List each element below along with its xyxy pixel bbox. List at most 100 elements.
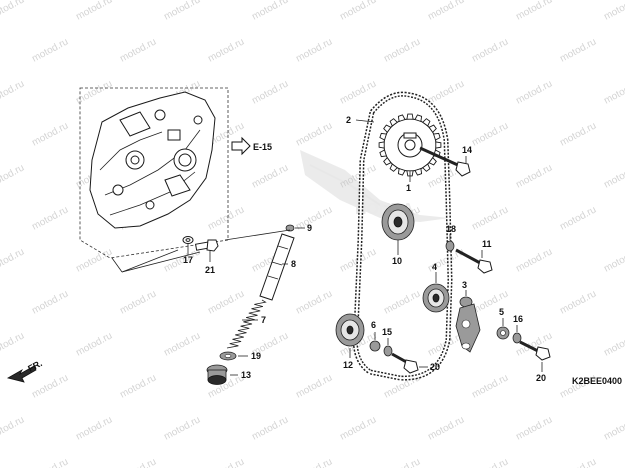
sprocket-tooth [383, 124, 392, 133]
watermark-text: motod.ru [74, 330, 114, 358]
watermark-text: motod.ru [294, 456, 334, 468]
label-1: 1 [406, 183, 411, 193]
watermark-text: motod.ru [470, 120, 510, 148]
watermark-text: motod.ru [206, 456, 246, 468]
part-15-washer[interactable] [383, 345, 393, 357]
watermark-text: motod.ru [118, 36, 158, 64]
part-8-tensioner-shaft[interactable] [259, 233, 295, 301]
watermark-text: motod.ru [602, 414, 625, 442]
watermark-text: motod.ru [74, 246, 114, 274]
watermark-text: motod.ru [162, 330, 202, 358]
watermark-text: motod.ru [0, 162, 26, 190]
sprocket-tooth [389, 118, 398, 127]
watermark-text: motod.ru [514, 78, 554, 106]
watermark-text: motod.ru [338, 414, 378, 442]
watermark-text: motod.ru [338, 78, 378, 106]
watermark-text: motod.ru [250, 78, 290, 106]
diagram-code: K2BEE0400 [572, 376, 622, 386]
part-18-washer[interactable] [445, 240, 455, 252]
part-20-bolt-left[interactable] [391, 352, 419, 374]
watermark-text: motod.ru [30, 288, 70, 316]
watermark-text: motod.ru [206, 204, 246, 232]
part-9-cap[interactable] [285, 224, 295, 232]
watermark-text: motod.ru [382, 36, 422, 64]
watermark-text: motod.ru [250, 0, 290, 23]
watermark-text: motod.ru [382, 288, 422, 316]
part-12-idler[interactable] [335, 313, 365, 347]
watermark-text: motod.ru [250, 162, 290, 190]
sprocket-tooth [378, 141, 385, 149]
part-2-cam-chain[interactable] [352, 91, 453, 381]
watermark-text: motod.ru [30, 120, 70, 148]
label-17: 17 [183, 255, 193, 265]
part-3-tensioner-arm[interactable] [455, 296, 481, 353]
watermark-text: motod.ru [470, 456, 510, 468]
watermark-text: motod.ru [382, 456, 422, 468]
label-15: 15 [382, 327, 392, 337]
watermark-text: motod.ru [558, 36, 598, 64]
watermark-text: motod.ru [426, 78, 466, 106]
watermark-text: motod.ru [294, 372, 334, 400]
watermark-text: motod.ru [470, 372, 510, 400]
watermark-text: motod.ru [30, 456, 70, 468]
watermark-text: motod.ru [602, 330, 625, 358]
part-19-washer[interactable] [219, 351, 237, 361]
part-13-sealing-bolt[interactable] [206, 364, 228, 385]
sprocket-tooth [389, 163, 398, 172]
label-4: 4 [432, 262, 437, 272]
part-4-roller[interactable] [422, 283, 450, 313]
sprocket-tooth [428, 157, 437, 166]
watermark-text: motod.ru [74, 414, 114, 442]
label-10: 10 [392, 256, 402, 266]
watermark-text: motod.ru [162, 414, 202, 442]
watermark-text: motod.ru [514, 162, 554, 190]
label-6: 6 [371, 320, 376, 330]
watermark-text: motod.ru [118, 288, 158, 316]
part-7-spring[interactable] [226, 299, 267, 349]
callout-ref-label: E-15 [253, 142, 272, 152]
watermark-text: motod.ru [250, 414, 290, 442]
part-20-bolt-right[interactable] [519, 340, 551, 361]
arrow-right-icon [231, 136, 251, 156]
watermark-text: motod.ru [30, 204, 70, 232]
watermark-text: motod.ru [0, 330, 26, 358]
watermark-text: motod.ru [294, 204, 334, 232]
watermark-text: motod.ru [338, 0, 378, 23]
watermark-text: motod.ru [514, 414, 554, 442]
label-14: 14 [462, 145, 472, 155]
part-14-bolt[interactable] [419, 146, 471, 177]
sprocket-tooth [422, 118, 431, 127]
part-21-bolt[interactable] [195, 239, 219, 252]
part-11-bolt[interactable] [455, 248, 493, 274]
watermark-text: motod.ru [0, 414, 26, 442]
watermark-text: motod.ru [30, 36, 70, 64]
watermark-text: motod.ru [514, 0, 554, 23]
part-6-collar[interactable] [369, 340, 381, 352]
e15-callout[interactable]: E-15 [231, 136, 272, 156]
watermark-text: motod.ru [558, 456, 598, 468]
sprocket-tooth [397, 114, 406, 122]
watermark-text: motod.ru [74, 0, 114, 23]
watermark-text: motod.ru [558, 204, 598, 232]
label-18: 18 [446, 224, 456, 234]
label-8: 8 [291, 259, 296, 269]
part-5-collar[interactable] [496, 326, 510, 340]
watermark-text: motod.ru [162, 0, 202, 23]
front-direction-indicator: FR. [6, 358, 44, 383]
watermark-text: motod.ru [426, 0, 466, 23]
watermark-text: motod.ru [602, 0, 625, 23]
sprocket-tooth [397, 168, 406, 176]
part-16-washer[interactable] [512, 332, 522, 344]
label-9: 9 [307, 223, 312, 233]
watermark-text: motod.ru [0, 246, 26, 274]
part-1-cam-sprocket[interactable] [378, 113, 442, 177]
part-17-washer[interactable] [182, 236, 194, 244]
watermark-text: motod.ru [470, 36, 510, 64]
label-20-left: 20 [430, 362, 440, 372]
label-2: 2 [346, 115, 351, 125]
watermark-text: motod.ru [294, 36, 334, 64]
label-13: 13 [241, 370, 251, 380]
part-10-guide-roller[interactable] [381, 203, 415, 241]
